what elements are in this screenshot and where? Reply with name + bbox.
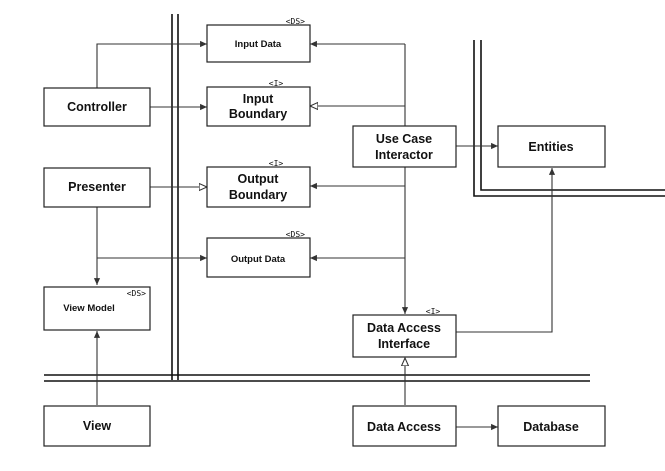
output-boundary-stereotype: <I> (269, 159, 284, 168)
input-data-label: Input Data (235, 39, 282, 50)
output-data-stereotype: <DS> (286, 230, 305, 239)
data-access-label: Data Access (367, 420, 441, 434)
database-node: Database (497, 405, 606, 447)
output-boundary-node: <I> Output Boundary (206, 159, 311, 208)
controller-to-input-data-arrow (96, 40, 207, 88)
data-access-interface-label-line1: Data Access (367, 321, 441, 335)
data-access-node: Data Access (352, 405, 457, 447)
view-label: View (83, 419, 112, 433)
input-boundary-label-line2: Boundary (229, 107, 287, 121)
entities-boundary-inner (480, 40, 665, 191)
input-data-stereotype: <DS> (286, 17, 305, 26)
output-boundary-label-line1: Output (238, 172, 280, 186)
view-model-label: View Model (63, 303, 115, 314)
data-access-interface-label-line2: Interface (378, 337, 430, 351)
output-boundary-label-line2: Boundary (229, 188, 287, 202)
connectors (93, 40, 556, 431)
data-access-interface-node: <I> Data Access Interface (352, 307, 457, 358)
input-data-node: <DS> Input Data (206, 17, 311, 63)
entities-boundary-outer (473, 40, 665, 197)
presenter-node: Presenter (43, 167, 151, 208)
presenter-label: Presenter (68, 180, 126, 194)
boundary-walls (44, 14, 665, 382)
data-access-interface-to-entities-arrow (456, 168, 556, 333)
use-case-interactor-node: Use Case Interactor (352, 125, 457, 168)
input-boundary-stereotype: <I> (269, 79, 284, 88)
output-data-label: Output Data (231, 254, 286, 265)
entities-label: Entities (528, 140, 573, 154)
controller-node: Controller (43, 87, 151, 127)
database-label: Database (523, 420, 579, 434)
use-case-interactor-label-line2: Interactor (375, 148, 433, 162)
use-case-interactor-label-line1: Use Case (376, 132, 432, 146)
input-boundary-node: <I> Input Boundary (206, 79, 311, 127)
output-data-node: <DS> Output Data (206, 230, 311, 278)
view-model-node: <DS> View Model (43, 286, 151, 331)
entities-node: Entities (497, 125, 606, 168)
input-boundary-label-line1: Input (243, 92, 274, 106)
view-model-stereotype: <DS> (127, 289, 146, 298)
view-node: View (43, 405, 151, 447)
data-access-interface-stereotype: <I> (426, 307, 441, 316)
controller-label: Controller (67, 100, 127, 114)
